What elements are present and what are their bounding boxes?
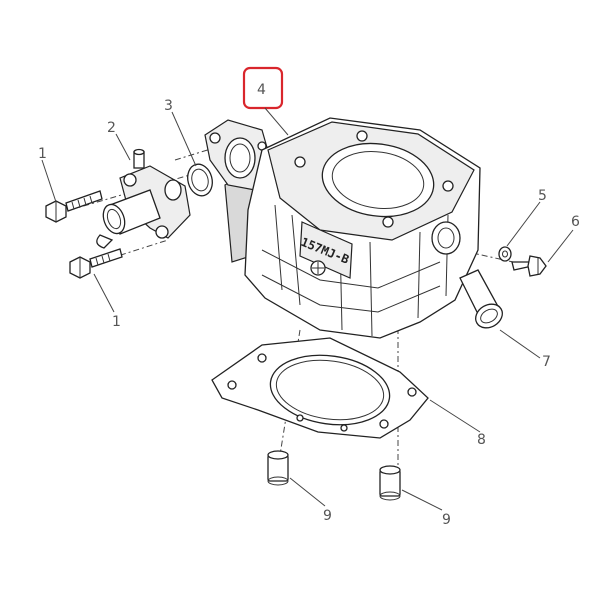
bolt-lower bbox=[69, 248, 123, 279]
callout-6: 6 bbox=[571, 214, 580, 230]
callout-1-lower: 1 bbox=[112, 314, 121, 330]
o-ring bbox=[187, 163, 213, 197]
callout-1-upper: 1 bbox=[38, 146, 47, 162]
bolt-upper bbox=[45, 190, 103, 223]
leader-lines bbox=[41, 107, 574, 511]
callout-3: 3 bbox=[164, 98, 173, 114]
callout-7: 7 bbox=[542, 354, 551, 370]
sealing-washer bbox=[498, 246, 512, 262]
callout-4: 4 bbox=[257, 82, 266, 98]
callout-5: 5 bbox=[538, 188, 547, 204]
callout-8: 8 bbox=[477, 432, 486, 448]
callout-4-highlight-box bbox=[242, 66, 284, 110]
cylinder-base-gasket bbox=[211, 337, 429, 439]
callout-9-left: 9 bbox=[323, 508, 332, 524]
callout-2: 2 bbox=[107, 120, 116, 136]
water-outlet-fitting bbox=[96, 148, 191, 249]
water-pipe bbox=[459, 269, 503, 329]
dowel-pin-left bbox=[267, 450, 289, 486]
callout-9-right: 9 bbox=[442, 512, 451, 528]
drain-bolt bbox=[511, 255, 547, 277]
cylinder-block: 157MJ-B bbox=[204, 117, 481, 339]
dowel-pin-right bbox=[379, 465, 401, 501]
callout-labels: 1 1 2 3 4 5 6 7 8 9 9 bbox=[38, 82, 580, 528]
